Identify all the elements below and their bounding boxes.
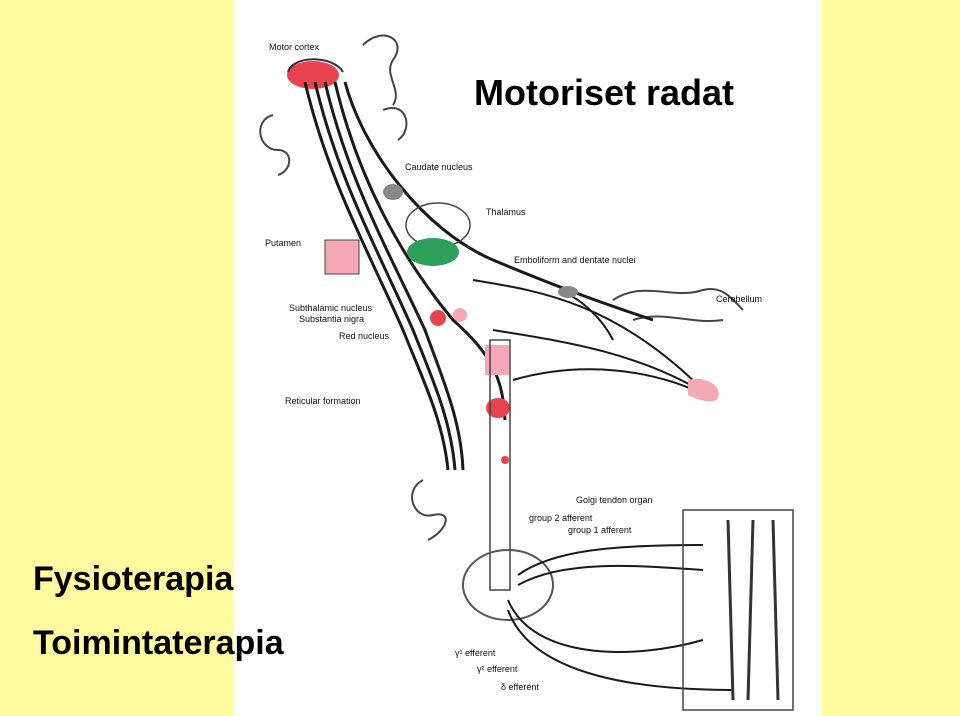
label-substantia-nigra: Substantia nigra (299, 314, 364, 324)
reticular-dot (501, 456, 509, 464)
diagram-panel (233, 0, 822, 716)
muscle-spindles (726, 519, 780, 701)
motor-pathways-diagram: Motor cortex Caudate nucleus Thalamus Pu… (259, 34, 794, 711)
label-group1-afferent: group 1 afferent (568, 525, 632, 535)
substantia-nigra-mark (453, 308, 467, 322)
spinal-cord-section (462, 549, 554, 621)
right-yellow-margin (822, 0, 960, 716)
red-nucleus-mark (485, 345, 509, 375)
spinal-cord (489, 339, 511, 591)
label-gamma1-efferent: γ¹ efferent (455, 648, 496, 658)
motor-cortex-outline (287, 58, 344, 73)
label-emboliform: Emboliform and dentate nuclei (514, 255, 636, 265)
cerebellum-cortex-mark (688, 378, 719, 402)
caudate-nucleus-mark (383, 184, 403, 200)
label-golgi-tendon-organ: Golgi tendon organ (576, 495, 653, 505)
subthalamic-mark (430, 310, 446, 326)
reticular-mark (486, 398, 510, 418)
label-gamma2-efferent: γ² efferent (477, 664, 518, 674)
label-red-nucleus: Red nucleus (339, 331, 390, 341)
cortex-gyri (259, 34, 744, 541)
corticospinal-tract (303, 81, 654, 471)
label-subthalamic: Subthalamic nucleus (289, 303, 373, 313)
label-group2-afferent: group 2 afferent (529, 513, 593, 523)
label-motor-cortex: Motor cortex (269, 42, 320, 52)
subtitle-toimintaterapia: Toimintaterapia (33, 624, 284, 662)
subtitle-fysioterapia: Fysioterapia (33, 560, 234, 598)
label-caudate-nucleus: Caudate nucleus (405, 162, 473, 172)
label-cerebellum: Cerebellum (716, 294, 762, 304)
motor-cortex-area (287, 61, 339, 89)
label-putamen: Putamen (265, 238, 301, 248)
emboliform-dentate-mark (558, 286, 578, 298)
left-yellow-margin (0, 0, 233, 716)
label-thalamus: Thalamus (486, 207, 526, 217)
emboliform-green-nucleus (407, 238, 459, 266)
peripheral-nerves (507, 544, 734, 691)
label-delta-efferent: δ efferent (501, 682, 539, 692)
label-reticular-formation: Reticular formation (285, 396, 361, 406)
cerebellar-pathways (472, 279, 704, 395)
muscle-outline (682, 509, 794, 711)
slide-title: Motoriset radat (474, 72, 735, 113)
putamen-mark (324, 239, 360, 275)
